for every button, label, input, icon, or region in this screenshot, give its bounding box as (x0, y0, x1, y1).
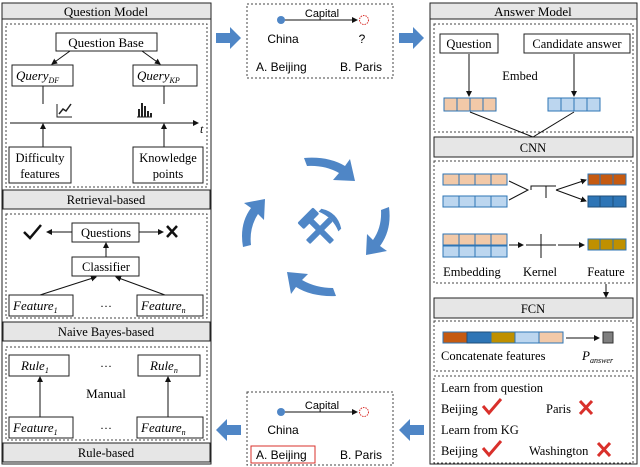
line-chart-icon (56, 103, 72, 118)
question-embedding-vector (443, 97, 497, 112)
p-answer-label: Panswer (581, 348, 614, 365)
answer-model-panel: Answer Model Question Candidate answer E… (429, 2, 638, 465)
learn-kg-washington: Washington (529, 444, 589, 458)
time-axis-label: t (200, 122, 204, 136)
learn-kg-cross-icon (596, 441, 612, 458)
naive-bayes-label: Naive Bayes-based (58, 325, 155, 339)
rule-based-label: Rule-based (78, 446, 135, 460)
arrow-base-to-kp (141, 50, 161, 65)
fcn-label: FCN (521, 302, 545, 316)
flow-arrows (216, 27, 424, 441)
rule-1-box: Rule1 (20, 358, 49, 375)
difficulty-features-line2: features (20, 167, 60, 181)
arrow-base-to-df (51, 50, 71, 65)
cycle-arrow-left (242, 199, 265, 247)
cnn-feature-pair-1 (587, 173, 627, 208)
tools-icon (297, 207, 342, 244)
retrieval-based-label: Retrieval-based (67, 193, 146, 207)
kg-example-bottom: Capital China A. Beijing B. Paris (246, 391, 394, 466)
kg-top-subject-node (277, 16, 285, 24)
cnn-kernel-label: Kernel (523, 265, 558, 279)
kg-bottom-subject: China (267, 423, 299, 437)
concatenate-features-label: Concatenate features (441, 349, 546, 363)
kg-top-subject: China (267, 32, 299, 46)
candidate-answer-box: Candidate answer (532, 37, 622, 51)
question-model-title: Question Model (64, 4, 149, 19)
embed-label: Embed (502, 69, 538, 83)
kernel-1-icon (530, 185, 556, 198)
difficulty-features-line1: Difficulty (15, 151, 65, 165)
arrow-answer-to-kg (399, 419, 424, 441)
cycle-arrow-bottom (287, 272, 336, 297)
learn-q-beijing: Beijing (441, 402, 479, 416)
feature-n-box: Featuren (140, 298, 186, 315)
kg-top-object: ? (359, 32, 366, 46)
feature-1-box: Feature1 (12, 298, 58, 315)
learn-kg-beijing: Beijing (441, 444, 479, 458)
arrow-kg-to-question (216, 419, 241, 441)
kernel-2-icon (526, 234, 556, 258)
kg-bottom-selected-option (250, 445, 316, 464)
kg-bottom-relation: Capital (305, 400, 339, 412)
check-icon (23, 224, 42, 240)
learn-q-paris: Paris (546, 402, 571, 416)
rules-ellipsis: ··· (100, 359, 112, 373)
kg-top-object-node (359, 15, 369, 25)
kg-bottom-subject-node (277, 408, 285, 416)
learn-q-cross-icon (578, 399, 594, 416)
learn-from-kg-label: Learn from KG (441, 423, 519, 437)
rule-feature-n-box: Featuren (140, 420, 186, 437)
cycle-arrows (242, 157, 390, 297)
cnn-embedding-pair-1 (442, 173, 508, 208)
kg-bottom-option-b: B. Paris (340, 448, 382, 462)
kg-example-top: Capital China ? A. Beijing B. Paris (246, 3, 394, 79)
learn-kg-check-icon (481, 440, 503, 458)
query-kp-label: QueryKP (137, 68, 180, 85)
arrow-question-to-kg (216, 27, 241, 49)
knowledge-points-line1: Knowledge (139, 151, 197, 165)
output-node (602, 331, 614, 344)
arrow-kg-to-answer (399, 27, 424, 49)
learn-from-question-label: Learn from question (441, 381, 544, 395)
features-ellipsis: ··· (100, 299, 112, 313)
question-input-box: Question (446, 37, 492, 51)
questions-box: Questions (81, 226, 131, 240)
answer-embedding-vector (547, 97, 601, 112)
bar-chart-icon (137, 103, 152, 118)
rule-feature-1-box: Feature1 (12, 420, 58, 437)
answer-model-title: Answer Model (494, 4, 572, 19)
cross-icon (166, 225, 178, 238)
learn-q-check-icon (481, 398, 503, 416)
rule-features-ellipsis: ··· (100, 421, 112, 435)
kg-top-option-a: A. Beijing (256, 60, 307, 74)
kernel-arrow-1 (508, 180, 530, 201)
cycle-arrow-right (366, 207, 390, 255)
cycle-arrow-top (304, 157, 355, 181)
classifier-box: Classifier (82, 260, 131, 274)
cnn-embedding-label: Embedding (443, 265, 501, 279)
query-df-label: QueryDF (16, 68, 59, 85)
question-model-panel: Question Model Question Base QueryDF Que… (1, 2, 212, 465)
cnn-embedding-pair-2 (442, 233, 508, 258)
kg-top-relation: Capital (305, 8, 339, 20)
rule-n-box: Rulen (149, 358, 178, 375)
cnn-feature-2 (587, 238, 627, 251)
kg-bottom-object-node (359, 407, 369, 417)
question-base-box: Question Base (68, 35, 144, 50)
cnn-label: CNN (520, 141, 546, 155)
knowledge-points-line2: points (153, 167, 184, 181)
kg-top-option-b: B. Paris (340, 60, 382, 74)
manual-label: Manual (86, 386, 126, 401)
kg-bottom-option-a: A. Beijing (256, 448, 307, 462)
concatenated-features-vector (442, 331, 564, 344)
cnn-feature-label: Feature (587, 265, 625, 279)
